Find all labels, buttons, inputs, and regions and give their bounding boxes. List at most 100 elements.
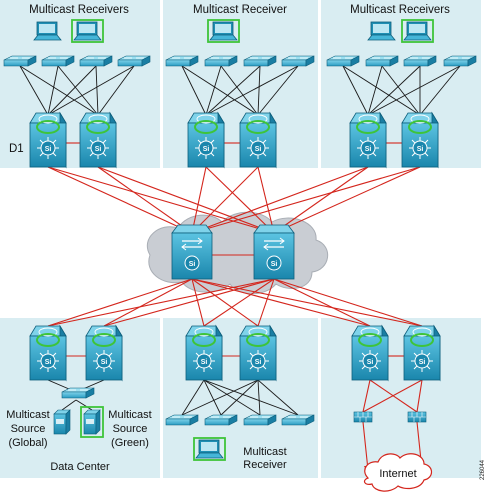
firewall-icon [407, 411, 427, 423]
laptop-icon [71, 19, 104, 43]
core-downlink-line [257, 278, 275, 327]
access-uplink-line [205, 65, 299, 116]
access-uplink-line [181, 65, 207, 116]
workgroup-switch-icon [117, 55, 151, 67]
layer3-switch-icon [79, 112, 117, 168]
core-uplink-line [191, 166, 259, 234]
access-uplink-line [47, 65, 135, 116]
access-uplink-line [220, 379, 259, 416]
panels [0, 0, 481, 478]
laptop-icon [193, 437, 226, 461]
workgroup-switch-icon [443, 55, 477, 67]
figure-id: 226044 [480, 459, 486, 480]
core-downlink-line [103, 278, 193, 327]
access-uplink-line [181, 379, 205, 416]
core-uplink-line [191, 166, 421, 234]
workgroup-switch-icon [165, 414, 199, 426]
layer3-switch-icon [187, 112, 225, 168]
core-downlink-line [203, 278, 275, 327]
server-icon [53, 409, 71, 435]
core-downlink-line [47, 278, 275, 327]
edge-link-line [362, 379, 371, 413]
workgroup-switch-icon [3, 55, 37, 67]
access-uplink-line [203, 379, 222, 416]
access-uplink-line [205, 65, 222, 116]
access-uplink-line [97, 65, 135, 116]
core-uplink-line [257, 166, 275, 234]
access-uplink-line [205, 65, 261, 116]
laptop-icon [33, 21, 62, 41]
core-downlink-line [273, 278, 423, 327]
links [19, 65, 461, 474]
workgroup-switch-icon [281, 55, 315, 67]
label-source-global-3: (Global) [8, 437, 47, 449]
laptop-icon [401, 19, 434, 43]
catalyst-switch-icon [171, 224, 213, 280]
core-uplink-line [205, 166, 275, 234]
layer3-switch-icon [29, 325, 67, 381]
core-uplink-line [97, 166, 275, 234]
access-uplink-line [95, 65, 99, 116]
access-uplink-line [367, 65, 421, 116]
internet-link-line [362, 421, 369, 471]
core-downlink-line [191, 278, 423, 327]
label-data-center: Data Center [50, 461, 110, 473]
access-uplink-line [47, 65, 97, 116]
label-multicast-receiver-middle: Multicast Receiver [193, 4, 287, 16]
access-uplink-line [342, 65, 369, 116]
workgroup-switch-icon [326, 55, 360, 67]
label-source-global-1: Multicast [6, 409, 49, 421]
label-source-green-1: Multicast [108, 409, 151, 421]
access-uplink-line [367, 65, 383, 116]
access-uplink-line [19, 65, 99, 116]
workgroup-switch-icon [204, 55, 238, 67]
layer3-switch-icon [403, 325, 441, 381]
workgroup-switch-icon [79, 55, 113, 67]
core-downlink-line [103, 278, 275, 327]
server-link-line [75, 399, 93, 411]
catalyst-switch-icon [253, 224, 295, 280]
label-multicast-receivers-right: Multicast Receivers [350, 4, 450, 16]
layer3-switch-icon [239, 325, 277, 381]
edge-link-line [362, 379, 423, 413]
label-receiver-bottom-2: Receiver [243, 459, 287, 471]
laptop-icon [207, 19, 240, 43]
edge-link-line [416, 379, 423, 413]
access-uplink-line [381, 65, 421, 116]
core-downlink-line [191, 278, 371, 327]
panel-bottom-right [321, 318, 481, 478]
core-downlink-line [47, 278, 193, 327]
workgroup-switch-icon [365, 55, 399, 67]
core-downlink-line [191, 278, 205, 327]
label-source-green-3: (Green) [111, 437, 149, 449]
access-uplink-line [367, 65, 461, 116]
label-receiver-bottom-1: Multicast [243, 446, 286, 458]
layer3-switch-icon [349, 112, 387, 168]
server-link-line [61, 399, 77, 411]
layer3-switch-icon [29, 112, 67, 168]
access-uplink-line [181, 65, 259, 116]
workgroup-switch-icon [281, 414, 315, 426]
core-uplink-line [273, 166, 421, 234]
core-uplink-line [47, 166, 275, 234]
workgroup-switch-icon [204, 414, 238, 426]
access-uplink-line [57, 65, 99, 116]
access-uplink-line [47, 65, 59, 116]
label-internet: Internet [379, 468, 416, 480]
access-uplink-line [181, 379, 259, 416]
core-uplink-line [273, 166, 369, 234]
access-uplink-line [19, 65, 49, 116]
access-uplink-line [257, 65, 299, 116]
layer3-switch-icon [85, 325, 123, 381]
layer3-switch-icon [239, 112, 277, 168]
core-uplink-line [191, 166, 369, 234]
devices [3, 19, 477, 461]
label-multicast-receivers-left: Multicast Receivers [29, 4, 129, 16]
internet-cloud-icon [363, 453, 433, 492]
access-uplink-line [220, 65, 259, 116]
core-uplink-line [47, 166, 193, 234]
workgroup-switch-icon [243, 55, 277, 67]
layer3-switch-icon [401, 112, 439, 168]
label-source-global-2: Source [11, 423, 46, 435]
